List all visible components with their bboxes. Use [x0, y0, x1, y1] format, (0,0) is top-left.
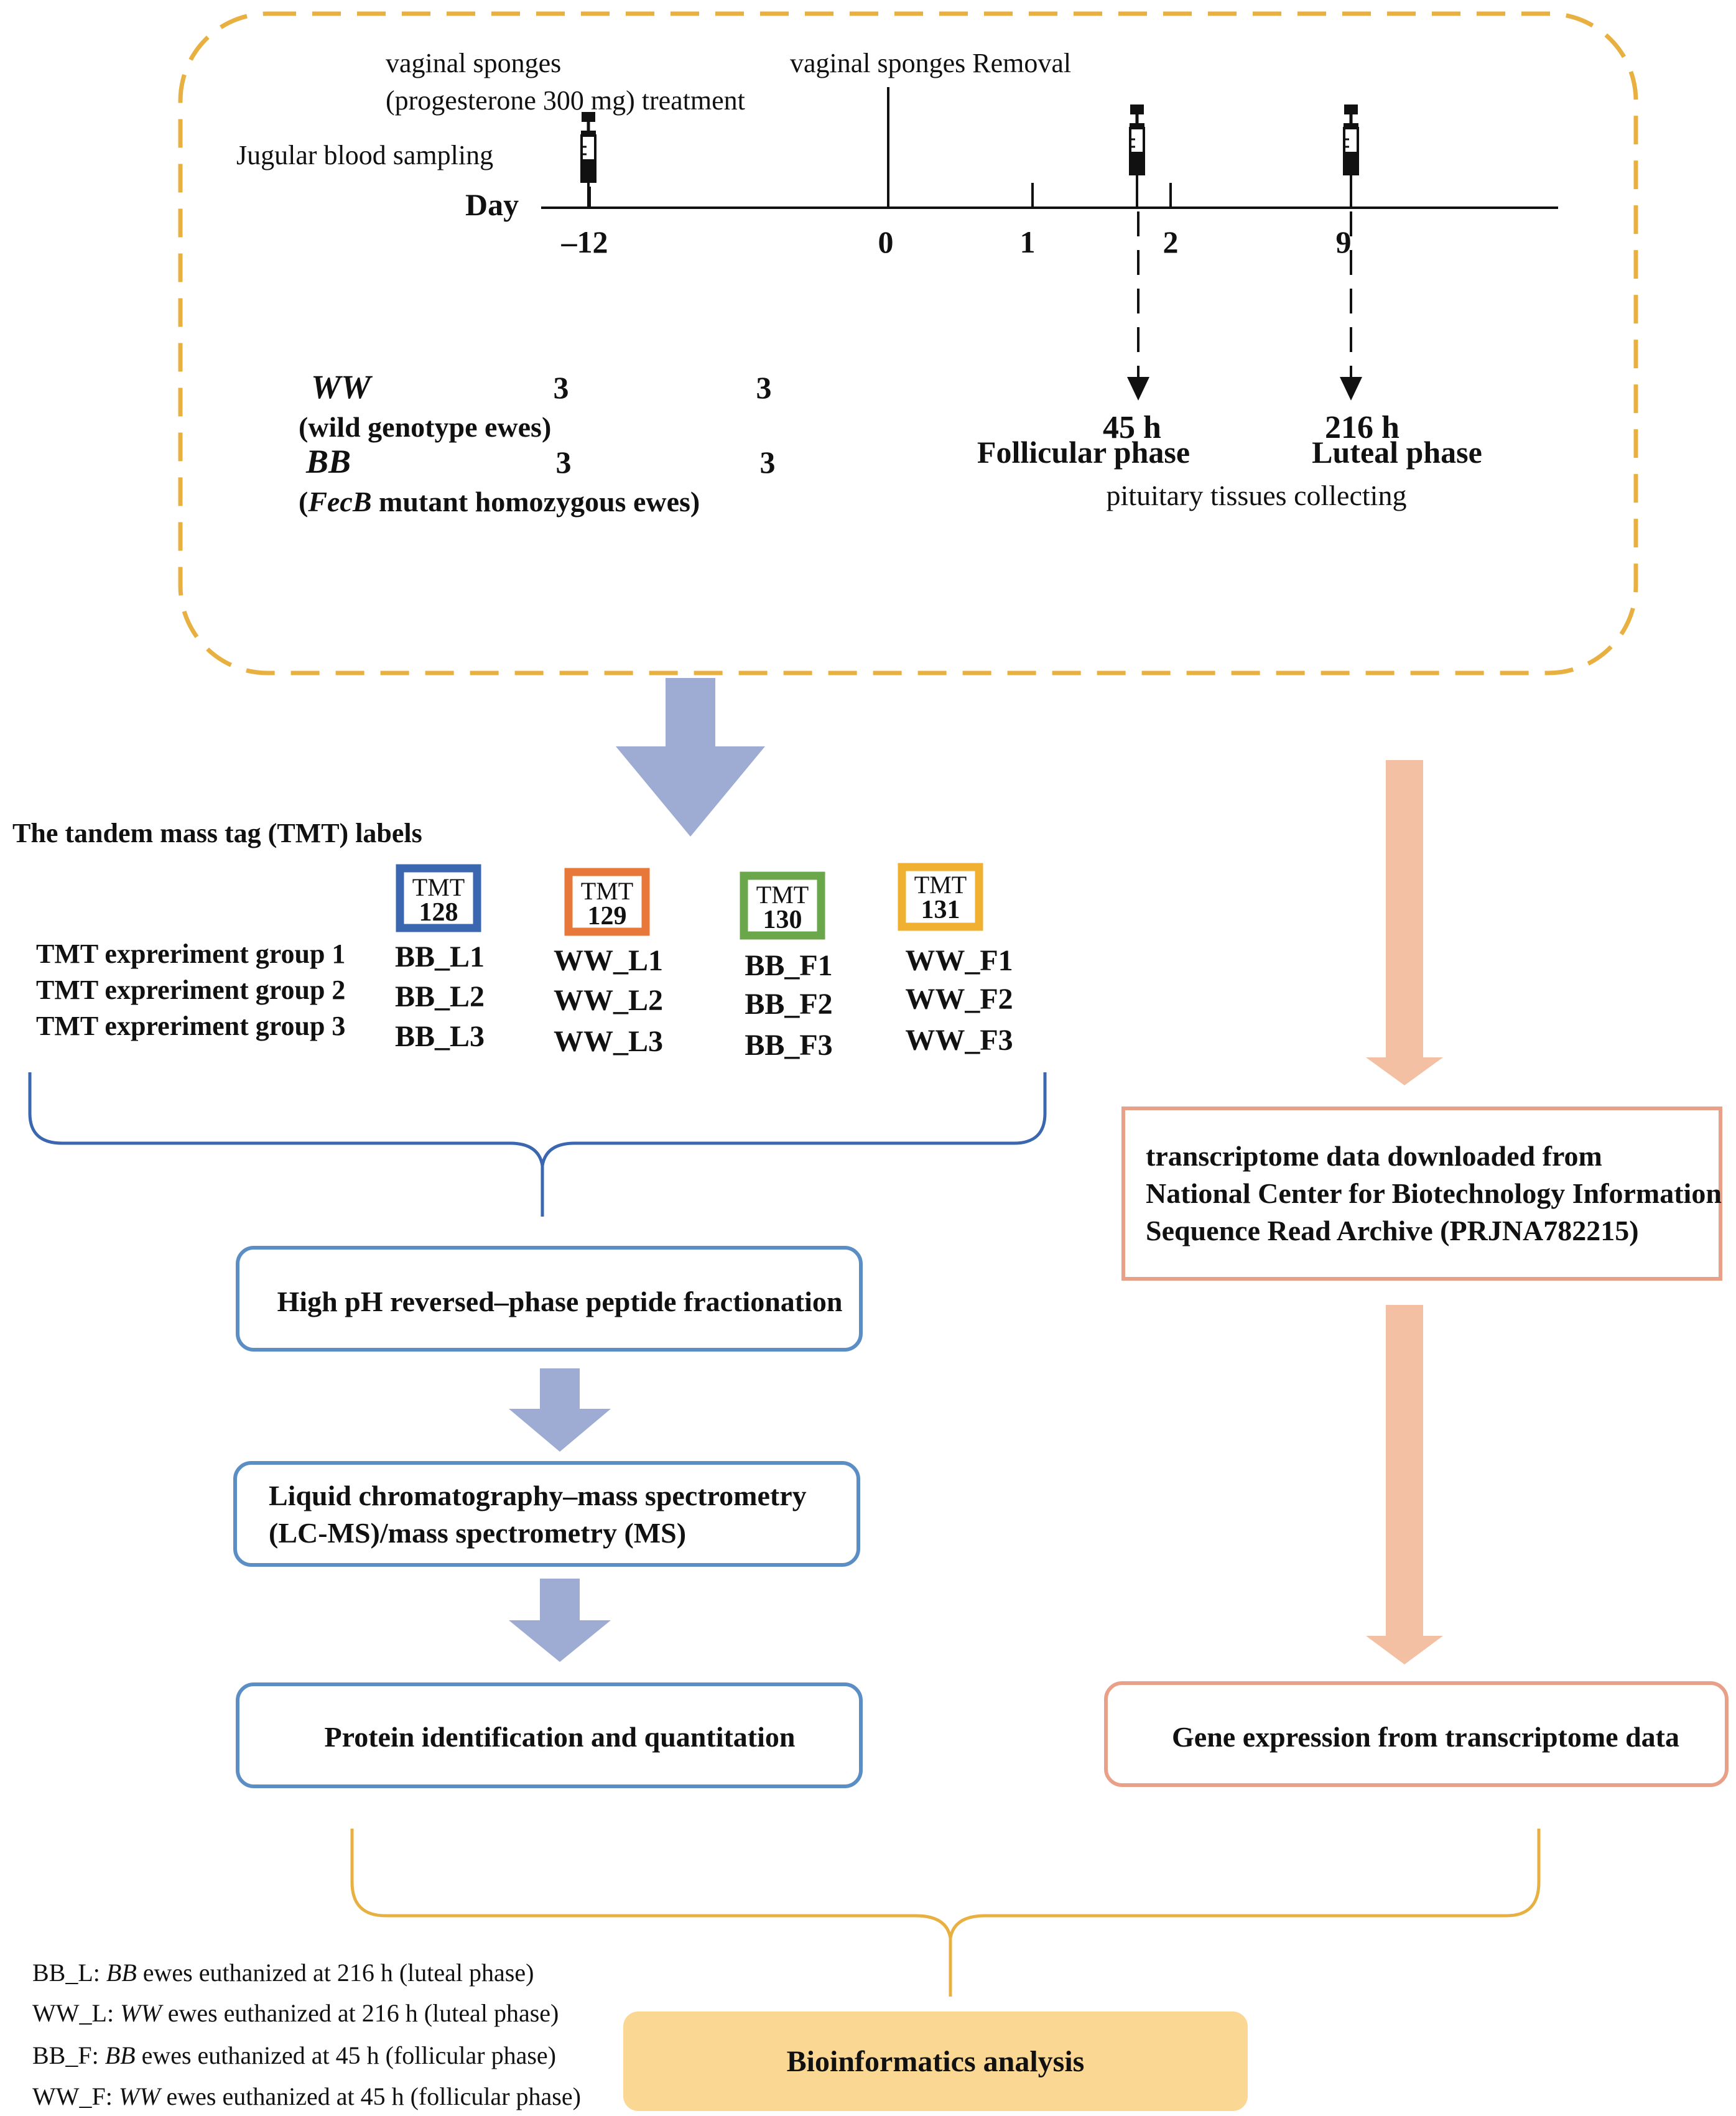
tmt-experiment-group-3: TMT expreriment group 3	[36, 1011, 345, 1041]
sponge-treatment-dose-label: (progesterone 300 mg) treatment	[386, 85, 745, 116]
lcms-step-box	[233, 1461, 860, 1567]
fractionation-step-label: High pH reversed–phase peptide fractiona…	[277, 1286, 843, 1317]
ww-count-first: 3	[554, 370, 569, 405]
tmt-label-128: TMT 128	[396, 864, 481, 932]
bb-count-second: 3	[760, 445, 776, 480]
sample-ww-f2: WW_F2	[905, 983, 1013, 1016]
tmt-131-box	[898, 863, 983, 931]
tmt-experiment-group-2: TMT expreriment group 2	[36, 975, 345, 1005]
ww-count-second: 3	[756, 370, 772, 405]
sample-bb-f1: BB_F1	[745, 949, 832, 982]
follicular-sampling-arrowhead	[1127, 377, 1149, 401]
tick-label-0: 0	[878, 225, 894, 259]
sra-source-line1: transcriptome data downloaded from	[1146, 1140, 1602, 1172]
blood-sampling-label: Jugular blood sampling	[236, 140, 493, 170]
tick-label-1: 1	[1020, 225, 1036, 259]
tmt-label-129: TMT 129	[564, 868, 650, 936]
tmt-128-prefix: TMT	[412, 873, 465, 901]
sample-bb-l2: BB_L2	[395, 980, 485, 1013]
sponge-treatment-label: vaginal sponges	[386, 48, 561, 78]
sample-bb-f2: BB_F2	[745, 988, 832, 1021]
lcms-step-label-line2: (LC-MS)/mass spectrometry (MS)	[269, 1517, 686, 1549]
panel-to-tmt-arrow	[616, 678, 765, 837]
tmt-label-131: TMT 131	[898, 863, 983, 931]
tick-label-9: 9	[1336, 225, 1352, 259]
experiment-design-panel	[178, 11, 1638, 675]
protein-quant-step-label: Protein identification and quantitation	[325, 1721, 796, 1753]
day-axis-label: Day	[465, 187, 519, 222]
sample-ww-l3: WW_L3	[554, 1025, 663, 1058]
bioinformatics-analysis-label: Bioinformatics analysis	[787, 2045, 1085, 2078]
sample-bb-l3: BB_L3	[395, 1020, 485, 1053]
sra-to-expression-arrow	[1366, 1305, 1443, 1664]
bb-count-first: 3	[556, 445, 572, 480]
sra-source-box	[1121, 1107, 1722, 1281]
sponge-removal-label: vaginal sponges Removal	[790, 48, 1071, 78]
luteal-time-label: 216 h	[1325, 410, 1399, 445]
ww-group-code: WW	[311, 368, 373, 406]
gene-expression-label: Gene expression from transcriptome data	[1172, 1721, 1679, 1753]
integration-bracket	[350, 1829, 1541, 1997]
tmt-129-box	[564, 868, 650, 936]
tmt-129-number: 129	[588, 902, 627, 930]
protein-quant-step-box	[236, 1682, 863, 1788]
lcms-to-protein-arrow	[509, 1579, 611, 1662]
sra-source-line2: National Center for Biotechnology Inform…	[1146, 1177, 1722, 1209]
sample-bb-f3: BB_F3	[745, 1029, 832, 1062]
sample-bb-l1: BB_L1	[395, 940, 485, 973]
syringe-icon	[1343, 104, 1359, 208]
tick-label-2: 2	[1163, 225, 1179, 259]
bioinformatics-analysis-box	[623, 2012, 1248, 2111]
tmt-130-prefix: TMT	[756, 881, 809, 909]
tmt-label-130: TMT 130	[740, 871, 825, 940]
tmt-129-prefix: TMT	[581, 877, 633, 905]
tmt-131-prefix: TMT	[914, 871, 967, 899]
tmt-130-box	[740, 871, 825, 940]
follicular-time-label: 45 h	[1103, 410, 1161, 445]
tmt-section-title: The tandem mass tag (TMT) labels	[12, 818, 422, 848]
lcms-step-label-line1: Liquid chromatography–mass spectrometry	[269, 1480, 807, 1511]
tmt-131-number: 131	[921, 896, 960, 924]
sra-source-line3: Sequence Read Archive (PRJNA782215)	[1146, 1215, 1639, 1246]
fractionation-to-lcms-arrow	[509, 1368, 611, 1452]
tmt-grouping-bracket	[28, 1072, 1047, 1217]
legend-bb-l: BB_L: BB ewes euthanized at 216 h (lutea…	[32, 1959, 534, 1987]
legend-ww-l: WW_L: WW ewes euthanized at 216 h (lutea…	[32, 1999, 559, 2027]
legend-bb-f: BB_F: BB ewes euthanized at 45 h (follic…	[32, 2041, 556, 2069]
sra-download-arrow	[1366, 760, 1443, 1085]
pituitary-collection-label: pituitary tissues collecting	[1107, 480, 1407, 511]
sample-ww-l2: WW_L2	[554, 984, 663, 1017]
syringe-icon	[580, 112, 596, 208]
luteal-phase-label: Luteal phase	[1312, 435, 1482, 470]
ww-group-description: (wild genotype ewes)	[299, 411, 551, 443]
fractionation-step-box	[236, 1246, 863, 1352]
sample-ww-l1: WW_L1	[554, 944, 663, 977]
tmt-128-box	[396, 864, 481, 932]
sample-ww-f1: WW_F1	[905, 944, 1013, 977]
tmt-128-number: 128	[419, 898, 458, 927]
luteal-sampling-arrowhead	[1340, 377, 1362, 401]
tmt-experiment-group-1: TMT expreriment group 1	[36, 939, 345, 969]
tick-label-minus12: –12	[561, 225, 608, 259]
sample-ww-f3: WW_F3	[905, 1024, 1013, 1057]
bb-group-description: (FecB mutant homozygous ewes)	[299, 486, 700, 517]
legend-ww-f: WW_F: WW ewes euthanized at 45 h (follic…	[32, 2082, 581, 2110]
gene-expression-box	[1104, 1681, 1729, 1787]
tmt-130-number: 130	[763, 906, 802, 934]
follicular-phase-label: Follicular phase	[977, 435, 1190, 470]
bb-group-code: BB	[305, 443, 351, 480]
syringe-icon	[1129, 104, 1145, 208]
